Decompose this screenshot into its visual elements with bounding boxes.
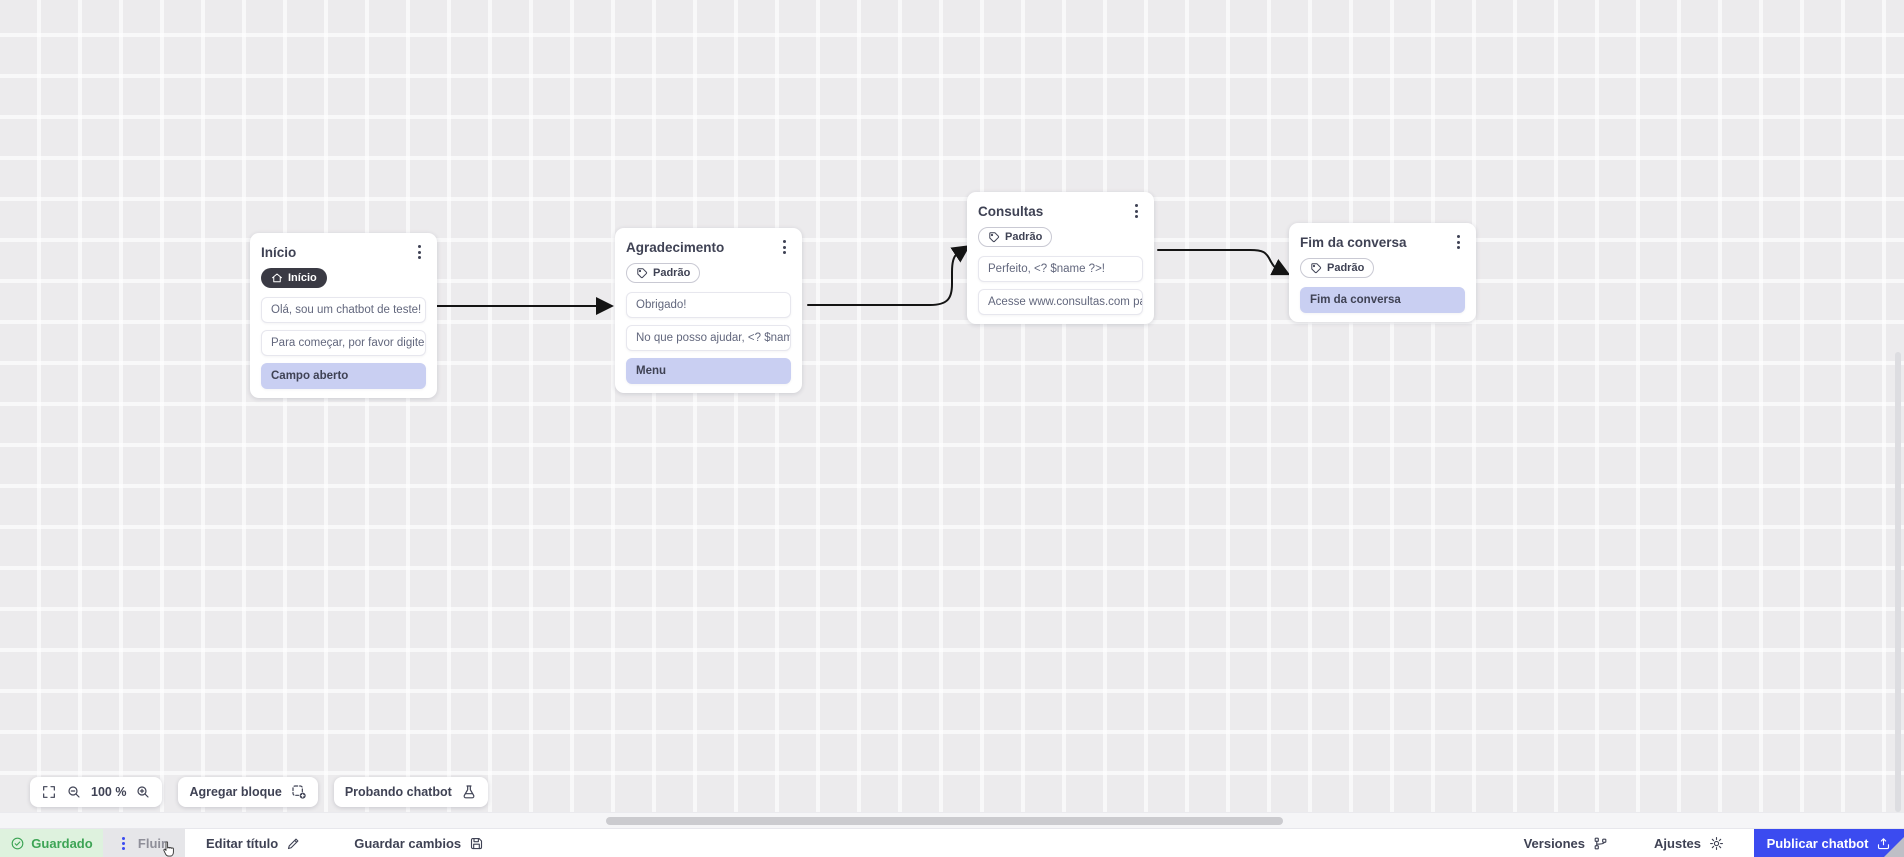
node-header: Início	[261, 243, 426, 261]
home-icon	[272, 273, 282, 283]
tab-flow-label: Fluir	[137, 835, 167, 851]
kebab-menu-icon[interactable]	[1452, 233, 1465, 251]
node-header: Consultas	[978, 202, 1143, 220]
settings-button[interactable]: Ajustes	[1654, 836, 1724, 851]
test-chatbot-label: Probando chatbot	[344, 785, 452, 799]
fullscreen-icon[interactable]	[41, 784, 57, 800]
node-header: Fim da conversa	[1300, 233, 1465, 251]
publish-chatbot-label: Publicar chatbot	[1766, 835, 1869, 851]
node-title: Início	[261, 244, 297, 260]
saved-status-badge: Guardado	[0, 829, 103, 857]
save-changes-label: Guardar cambios	[354, 835, 462, 851]
flow-node-consultas[interactable]: Consultas Padrão Perfeito, <? $name ?>! …	[967, 192, 1154, 324]
node-type-badge: Padrão	[1300, 258, 1375, 278]
versions-label: Versiones	[1523, 835, 1586, 851]
node-type-badge: Padrão	[978, 227, 1053, 247]
flow-node-inicio[interactable]: Início Início Olá, sou um chatbot de tes…	[250, 233, 437, 398]
horizontal-scrollbar-track	[0, 812, 1904, 828]
window-resize-grip	[1884, 837, 1904, 857]
pencil-icon	[288, 838, 299, 849]
message-row[interactable]: Obrigado!	[626, 292, 791, 318]
badge-label: Início	[288, 271, 317, 284]
tag-icon	[989, 232, 1000, 243]
canvas-toolbar: 100 % Agregar bloque Probando chatbot	[30, 777, 488, 807]
add-block-button[interactable]: Agregar bloque	[178, 777, 318, 807]
node-header: Agradecimento	[626, 238, 791, 256]
edit-title-label: Editar título	[206, 835, 279, 851]
flow-node-fim[interactable]: Fim da conversa Padrão Fim da conversa	[1289, 223, 1476, 322]
horizontal-scrollbar-thumb[interactable]	[606, 817, 1283, 825]
message-row[interactable]: Olá, sou um chatbot de teste!	[261, 297, 426, 323]
gear-icon	[1710, 836, 1723, 850]
node-type-badge: Início	[261, 268, 327, 288]
save-changes-button[interactable]: Guardar cambios	[354, 836, 484, 851]
check-circle-icon	[11, 837, 24, 849]
flow-node-agradecimento[interactable]: Agradecimento Padrão Obrigado! No que po…	[615, 228, 802, 393]
action-row[interactable]: Fim da conversa	[1300, 287, 1465, 313]
zoom-level: 100 %	[91, 785, 127, 799]
bottom-status-bar: Guardado Fluir Editar título Guardar cam…	[0, 828, 1904, 857]
tab-kebab-icon[interactable]	[121, 836, 125, 850]
kebab-menu-icon[interactable]	[413, 243, 426, 261]
versions-button[interactable]: Versiones	[1524, 836, 1608, 851]
node-title: Fim da conversa	[1300, 234, 1407, 250]
branch-icon	[1594, 837, 1607, 849]
publish-chatbot-button[interactable]: Publicar chatbot	[1754, 829, 1904, 857]
node-title: Agradecimento	[626, 239, 725, 255]
node-type-badge: Padrão	[626, 263, 701, 283]
tag-icon	[1311, 263, 1322, 274]
save-icon	[471, 837, 483, 849]
message-row[interactable]: Para começar, por favor digite o ...	[261, 330, 426, 356]
kebab-menu-icon[interactable]	[778, 238, 791, 256]
test-chatbot-button[interactable]: Probando chatbot	[333, 777, 488, 807]
flow-canvas[interactable]	[0, 0, 1904, 812]
zoom-controls: 100 %	[30, 777, 163, 807]
message-row[interactable]: No que posso ajudar, <? $name ...	[626, 325, 791, 351]
tab-flow[interactable]: Fluir	[103, 829, 185, 857]
action-row[interactable]: Menu	[626, 358, 791, 384]
badge-label: Padrão	[653, 266, 691, 279]
badge-label: Padrão	[1005, 230, 1043, 243]
add-block-label: Agregar bloque	[189, 785, 282, 799]
action-row[interactable]: Campo aberto	[261, 363, 426, 389]
kebab-menu-icon[interactable]	[1130, 202, 1143, 220]
badge-label: Padrão	[1327, 261, 1365, 274]
message-row[interactable]: Acesse www.consultas.com par...	[978, 289, 1143, 315]
saved-status-label: Guardado	[31, 835, 93, 851]
tag-icon	[637, 268, 648, 279]
settings-label: Ajustes	[1654, 835, 1701, 851]
flask-icon	[463, 785, 475, 799]
edit-title-button[interactable]: Editar título	[206, 836, 301, 851]
vertical-scrollbar-thumb[interactable]	[1895, 352, 1901, 812]
zoom-in-icon[interactable]	[135, 784, 151, 800]
node-title: Consultas	[978, 203, 1044, 219]
zoom-out-icon[interactable]	[66, 784, 82, 800]
add-block-icon	[292, 785, 306, 799]
message-row[interactable]: Perfeito, <? $name ?>!	[978, 256, 1143, 282]
